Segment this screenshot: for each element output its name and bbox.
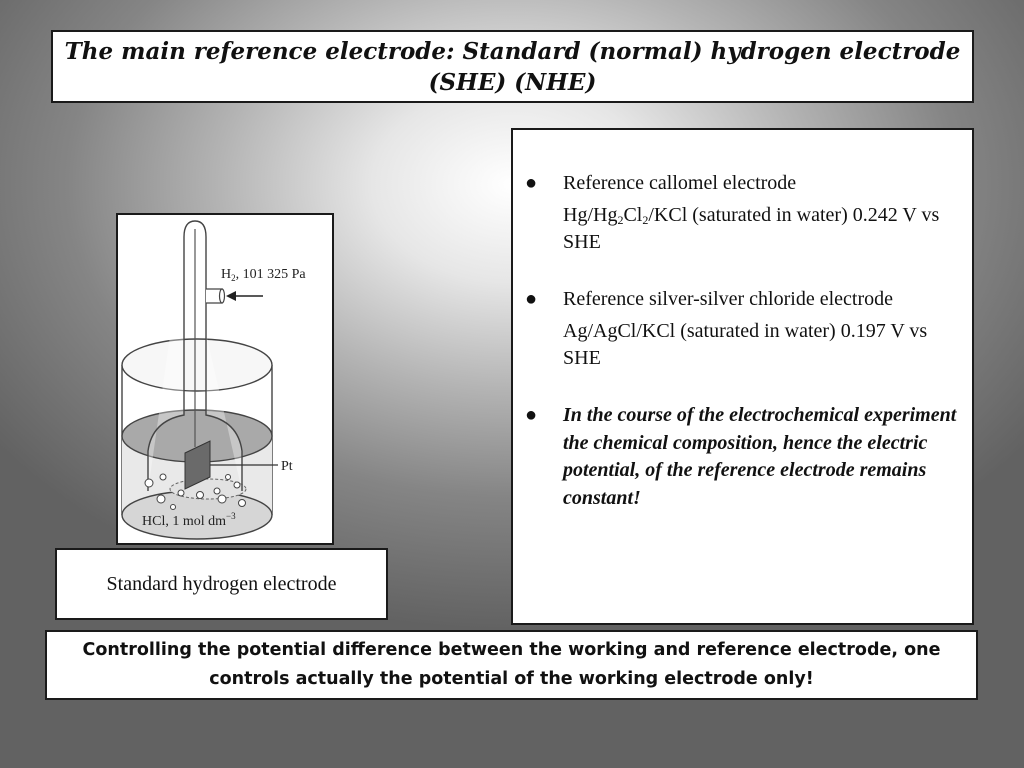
she-diagram-box: H2, 101 325 Pa Pt HCl, 1 mol dm−3 <box>116 213 334 545</box>
she-diagram: H2, 101 325 Pa Pt HCl, 1 mol dm−3 <box>121 220 306 540</box>
diagram-caption-box: Standard hydrogen electrode <box>55 548 388 620</box>
bullet-silver-chloride: ● Reference silver-silver chloride elect… <box>523 286 960 372</box>
bullet-marker: ● <box>525 172 538 194</box>
bullet-calomel: ● Reference callomel electrode Hg/Hg2Cl2… <box>523 170 960 256</box>
bullet-emphasis-text: In the course of the electrochemical exp… <box>563 404 957 509</box>
diagram-caption: Standard hydrogen electrode <box>106 572 337 595</box>
gas-label: H2, 101 325 Pa <box>221 267 306 283</box>
footer-statement-box: Controlling the potential difference bet… <box>45 630 978 700</box>
bullet-marker: ● <box>525 288 538 310</box>
beaker-rim <box>121 338 273 392</box>
pt-plate <box>184 440 211 490</box>
bullet-heading: Reference callomel electrode <box>563 172 797 194</box>
bullet-constant-potential: ● In the course of the electrochemical e… <box>523 402 960 512</box>
hydrogen-bubbles <box>144 473 246 510</box>
footer-statement: Controlling the potential difference bet… <box>82 640 941 689</box>
silver-chloride-formula: Ag/AgCl/KCl (saturated in water) 0.197 V… <box>563 320 928 369</box>
slide-title-box: The main reference electrode: Standard (… <box>51 30 974 103</box>
solution-label: HCl, 1 mol dm−3 <box>142 511 236 529</box>
reference-electrodes-box: ● Reference callomel electrode Hg/Hg2Cl2… <box>511 128 974 625</box>
slide-title: The main reference electrode: Standard (… <box>64 37 961 96</box>
pt-label: Pt <box>281 459 293 474</box>
bullet-marker: ● <box>525 404 538 426</box>
calomel-formula: Hg/Hg2Cl2/KCl (saturated in water) 0.242… <box>563 204 940 253</box>
bullet-heading: Reference silver-silver chloride electro… <box>563 288 893 310</box>
